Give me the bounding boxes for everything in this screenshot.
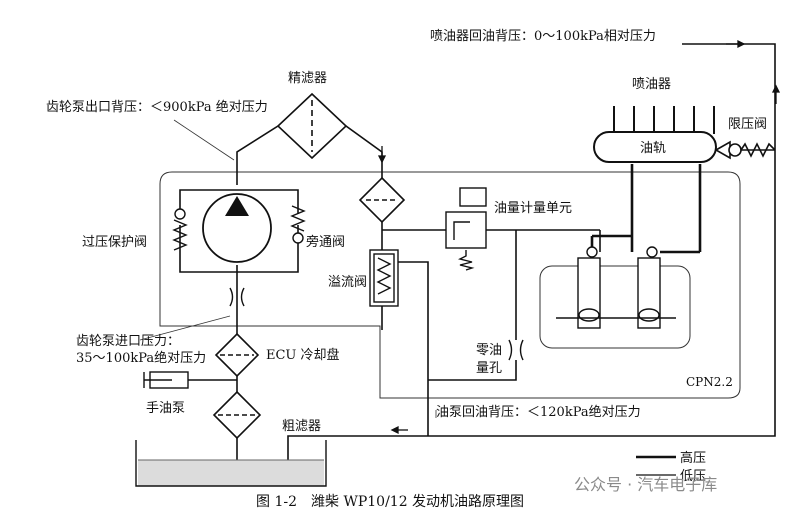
zero-orifice-symbol [508,339,524,361]
cpn-label: CPN2.2 [686,375,733,389]
metering-unit-symbol [445,187,487,271]
limit-valve-symbol [714,140,776,160]
gear-outlet-pressure-label: 齿轮泵出口背压：＜900kPa 绝对压力 [46,99,268,115]
flow-arrows [377,39,781,435]
pump-return-pressure-label: 油泵回油背压：＜120kPa绝对压力 [436,404,641,420]
ecu-cooling-label: ECU 冷却盘 [266,347,340,363]
strainer-symbol [358,176,406,224]
overpressure-valve-symbol [172,208,188,251]
cpn-internal-box [539,265,691,349]
low-pressure-lines [179,43,776,462]
overflow-valve-symbol [369,249,399,307]
limit-valve-label: 限压阀 [728,117,767,132]
coarse-filter-label: 粗滤器 [282,419,321,434]
zero-orifice-label-line1: 零油 [476,343,502,358]
fuel-tank [135,440,327,487]
overflow-valve-label: 溢流阀 [328,275,367,290]
ecu-cooling-symbol [214,332,260,378]
common-rail [593,131,717,163]
high-pressure-lines [590,164,702,254]
hand-pump-label: 手油泵 [146,401,185,416]
orifice-symbol [229,287,245,307]
gear-inlet-pressure-label-line2: 35～100kPa绝对压力 [76,350,206,366]
overpressure-valve-label: 过压保护阀 [82,235,147,250]
bypass-valve-symbol [290,205,306,244]
label-pointers [139,119,437,418]
zero-orifice-label-line2: 量孔 [476,361,502,376]
injector-label: 喷油器 [632,77,671,92]
injector-lines [613,106,715,134]
watermark-text: 公众号 · 汽车电子库 [574,475,717,494]
gear-inlet-pressure-label-line1: 齿轮泵进口压力： [76,334,180,349]
rail-label: 油轨 [640,141,666,156]
plunger-pumps [577,246,661,329]
hand-pump-symbol [143,371,189,389]
metering-unit-label: 油量计量单元 [494,201,572,216]
coarse-filter-symbol [212,390,262,440]
fine-filter-label: 精滤器 [288,71,327,86]
injector-return-pressure-label: 喷油器回油背压：0～100kPa相对压力 [430,29,656,44]
fine-filter-symbol [276,92,348,160]
legend: 高压 低压 [636,450,706,484]
gear-pump-symbol [202,193,272,263]
pump-housing-outline [159,171,741,399]
figure-caption: 图 1-2 潍柴 WP10/12 发动机油路原理图 [256,494,524,510]
legend-high-label: 高压 [680,450,706,466]
legend-low-label: 低压 [680,469,706,484]
bypass-valve-label: 旁通阀 [306,234,345,250]
